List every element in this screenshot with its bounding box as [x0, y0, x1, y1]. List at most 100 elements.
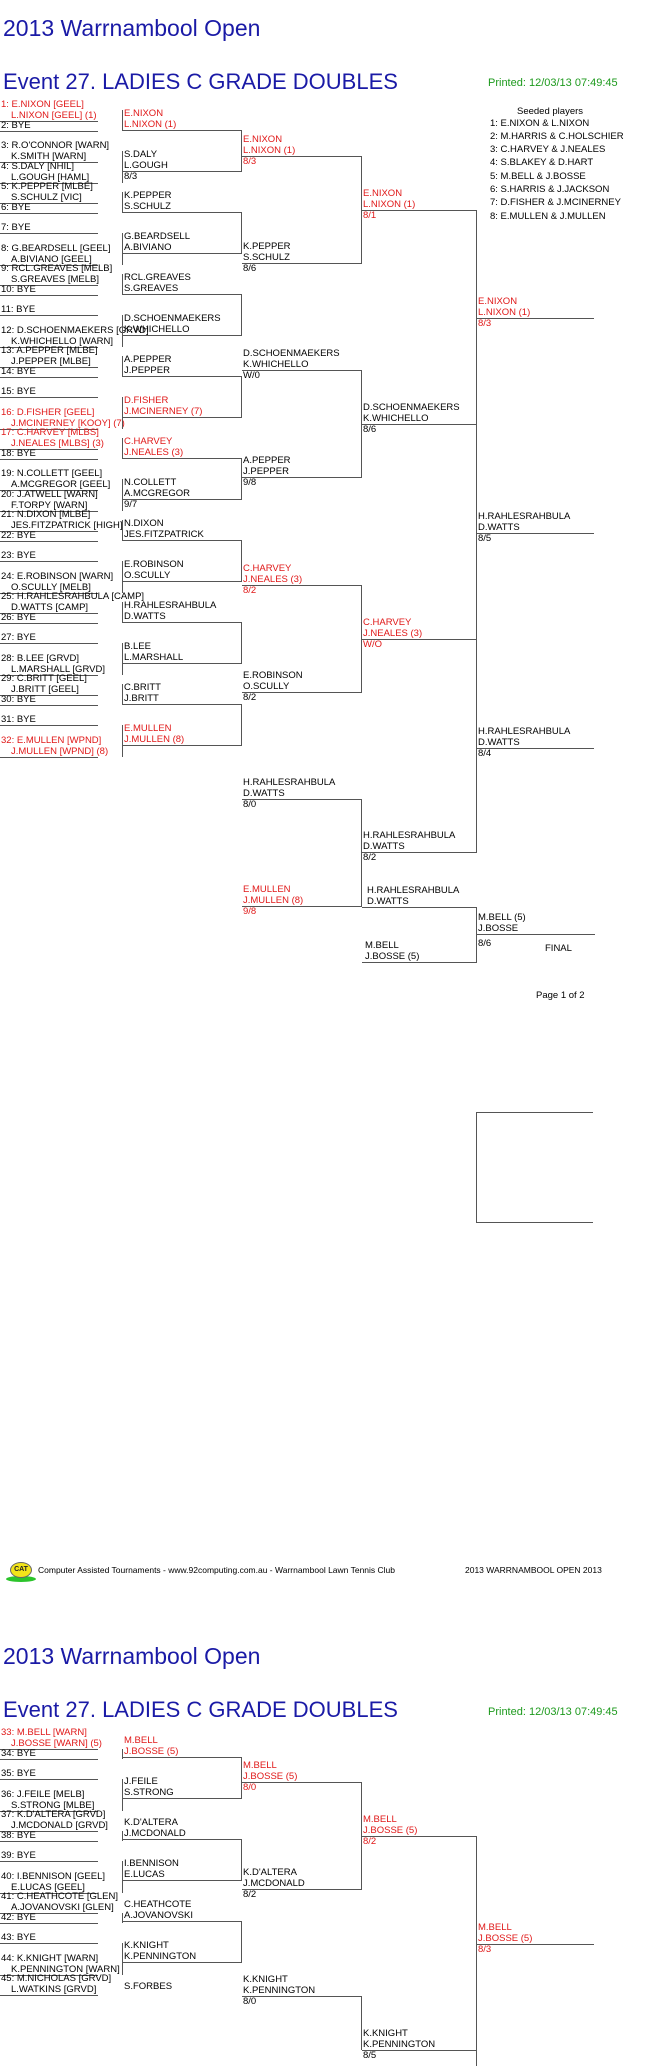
- r2-score-2: 8/3: [124, 171, 138, 182]
- bracket-line: [477, 748, 594, 749]
- draw-entry-3-partner: K.SMITH [WARN]: [11, 151, 87, 162]
- p2-r3-score-2: 8/2: [243, 1889, 257, 1900]
- p2-entry-37: 37: K.D'ALTERA [GRVD]: [1, 1809, 106, 1820]
- bracket-line: [123, 745, 242, 746]
- r4-score-4: 8/2: [363, 852, 377, 863]
- r3-score-1: 8/3: [243, 156, 257, 167]
- p2-r3-winner-2: K.D'ALTERA: [243, 1867, 297, 1878]
- r4-winner-4-partner: D.WATTS: [363, 841, 405, 852]
- p2-entry-41-partner: A.JOVANOVSKI [GLEN]: [11, 1902, 114, 1913]
- bracket-line: [123, 704, 242, 705]
- r2-winner-6: D.SCHOENMAEKERS: [124, 313, 221, 324]
- draw-entry-31: 31: BYE: [1, 714, 36, 725]
- draw-entry-30: 30: BYE: [1, 693, 36, 705]
- draw-entry-7: 7: BYE: [1, 222, 31, 233]
- draw-entry-20-partner: F.TORPY [WARN]: [11, 499, 88, 511]
- r2-winner-10-partner: A.MCGREGOR: [124, 488, 190, 499]
- p2-entry-34: 34: BYE: [1, 1747, 36, 1759]
- draw-entry-26: 26: BYE: [1, 611, 36, 623]
- bracket-line: [122, 233, 123, 265]
- bracket-line: [241, 294, 242, 335]
- p2-entry-45-partner: L.WATKINS [GRVD]: [11, 1984, 97, 1995]
- r2-winner-2: S.DALY: [124, 149, 158, 160]
- r2-winner-10: N.COLLETT: [124, 477, 177, 488]
- draw-entry-11: 11: BYE: [1, 304, 36, 315]
- r5-score-3: 8/4: [478, 748, 492, 759]
- bracket-line: [0, 704, 98, 706]
- r5-winner-3: H.RAHLESRAHBULA: [478, 726, 571, 737]
- draw-entry-1-partner: L.NIXON [GEEL] (1): [11, 110, 97, 121]
- bracket-line: [0, 346, 98, 348]
- bracket-line: [0, 121, 98, 122]
- seed-6: 6: S.HARRIS & J.JACKSON: [490, 184, 610, 195]
- bracket-line: [0, 397, 98, 398]
- bracket-line: [0, 622, 98, 624]
- r2-winner-11: N.DIXON: [124, 518, 164, 529]
- bracket-line: [0, 540, 98, 542]
- bracket-line: [0, 212, 98, 214]
- bracket-line: [123, 294, 242, 295]
- draw-entry-23: 23: BYE: [1, 550, 36, 561]
- r2-winner-1: E.NIXON: [124, 108, 164, 119]
- r4-score-2: 8/6: [363, 424, 377, 435]
- seed-3: 3: C.HARVEY & J.NEALES: [490, 144, 606, 155]
- r2-winner-7-partner: J.PEPPER: [124, 365, 170, 376]
- draw-entry-16-partner: J.MCINERNEY [KOOY] (7): [11, 417, 125, 429]
- r3-winner-8-partner: J.MULLEN (8): [243, 895, 304, 906]
- r4-winner-3: C.HARVEY: [363, 617, 412, 628]
- page2-printed-timestamp: Printed: 12/03/13 07:49:45: [488, 1706, 618, 1718]
- r2-winner-12-partner: O.SCULLY: [124, 570, 171, 581]
- bracket-line: [0, 1840, 98, 1842]
- draw-entry-29-partner: J.BRITT [GEEL]: [11, 684, 79, 695]
- bracket-line: [0, 367, 98, 368]
- draw-entry-6: 6: BYE: [1, 201, 31, 213]
- r3-score-5: 8/2: [243, 585, 257, 596]
- bracket-line: [241, 1757, 242, 1798]
- r4-winner-1-partner: L.NIXON (1): [363, 199, 416, 210]
- bracket-line: [0, 162, 98, 163]
- p2-entry-40-partner: E.LUCAS [GEEL]: [11, 1881, 85, 1893]
- r3-winner-6-partner: O.SCULLY: [243, 681, 290, 692]
- bracket-line: [0, 428, 98, 430]
- cat-logo-icon: CAT: [10, 1562, 32, 1578]
- bracket-line: [241, 1921, 242, 1962]
- bracket-line: [241, 212, 242, 253]
- bracket-line: [0, 264, 98, 266]
- draw-entry-18: 18: BYE: [1, 447, 36, 459]
- bracket-line: [362, 1836, 477, 1837]
- bracket-line: [0, 1913, 98, 1914]
- r3-winner-2-partner: S.SCHULZ: [243, 252, 290, 263]
- bracket-line: [0, 756, 98, 758]
- final-score: 8/6: [478, 938, 492, 949]
- p2-entry-38: 38: BYE: [1, 1829, 36, 1841]
- p2-r3-winner-2-partner: J.MCDONALD: [243, 1878, 305, 1889]
- seed-7: 7: D.FISHER & J.MCINERNEY: [490, 197, 621, 208]
- bracket-line: [0, 490, 98, 491]
- draw-entry-4: 4: S.DALY [NHIL]: [1, 160, 75, 172]
- bracket-line: [0, 294, 98, 296]
- r2-winner-2-partner: L.GOUGH: [124, 160, 168, 171]
- bracket-line: [0, 130, 98, 132]
- p2-r2-winner-3-partner: J.MCDONALD: [124, 1828, 186, 1839]
- bracket-line: [477, 533, 594, 534]
- qf-bottom-2-partner: J.BOSSE (5): [365, 951, 420, 962]
- bracket-line: [241, 458, 242, 499]
- bracket-line: [361, 585, 362, 692]
- draw-entry-29: 29: C.BRITT [GEEL]: [1, 673, 87, 684]
- p2-entry-40: 40: I.BENNISON [GEEL]: [1, 1870, 106, 1882]
- draw-entry-8-partner: A.BIVIANO [GEEL]: [11, 253, 92, 265]
- r2-winner-4-partner: A.BIVIANO: [124, 242, 172, 253]
- bracket-line: [122, 1749, 123, 1759]
- bracket-line: [476, 1836, 477, 2066]
- p2-r2-winner-7: S.FORBES: [124, 1981, 173, 1992]
- p2-r2-winner-5: C.HEATHCOTE: [124, 1899, 192, 1910]
- r2-winner-5: RCL.GREAVES: [124, 272, 191, 283]
- bracket-line: [0, 1861, 98, 1862]
- bracket-line: [122, 438, 123, 459]
- r3-score-8: 9/8: [243, 906, 257, 917]
- r3-winner-1: E.NIXON: [243, 134, 283, 145]
- r4-score-1: 8/1: [363, 210, 377, 221]
- bracket-line: [242, 477, 362, 478]
- bracket-line: [0, 315, 98, 316]
- bracket-line: [123, 663, 242, 664]
